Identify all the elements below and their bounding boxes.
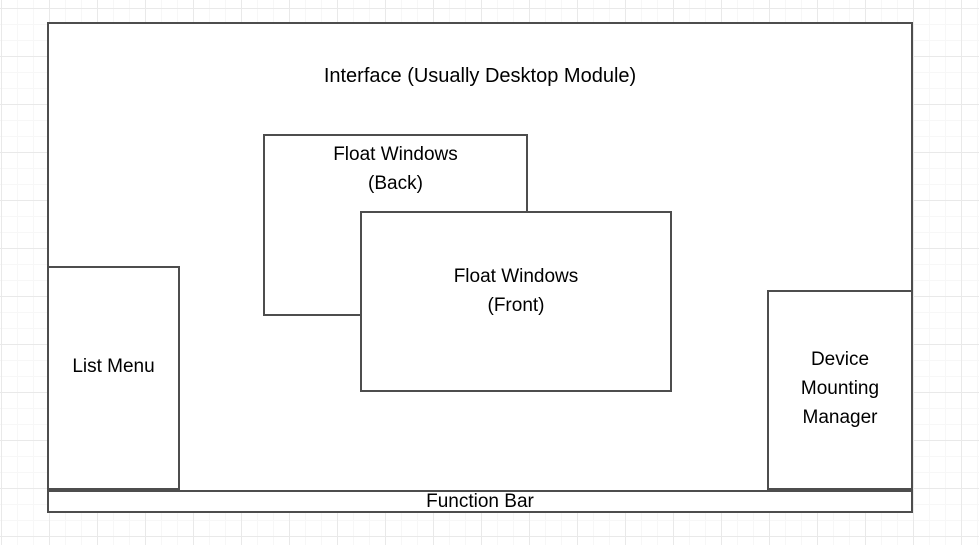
function-bar-box[interactable] [47, 490, 913, 513]
device-mounting-manager-box[interactable] [767, 290, 913, 490]
list-menu-box[interactable] [47, 266, 180, 490]
float-window-front-box[interactable] [360, 211, 672, 392]
